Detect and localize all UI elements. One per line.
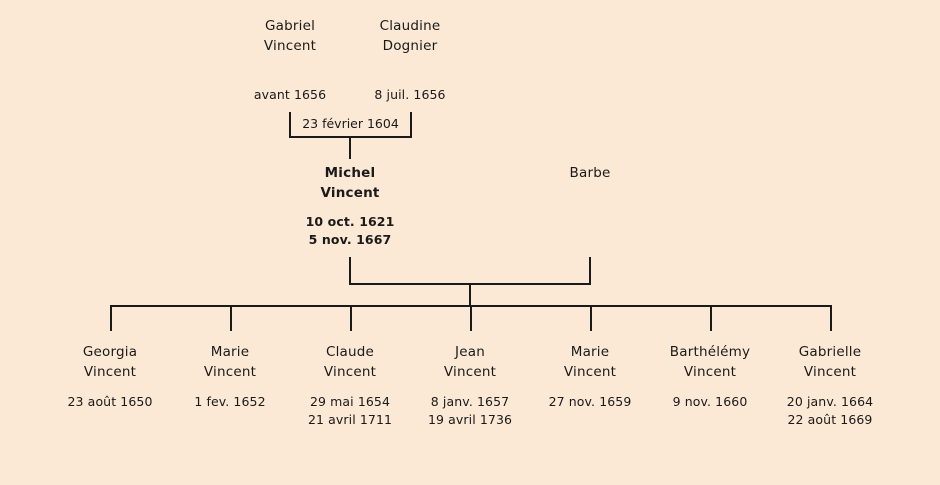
connector-sibling-3 — [350, 305, 352, 331]
person-surname: Vincent — [683, 363, 737, 380]
person-child-6[interactable]: Barthélémy Vincent — [670, 343, 750, 382]
person-child-2-dates: 1 fev. 1652 — [194, 393, 265, 411]
person-michel-vincent[interactable]: Michel Vincent — [320, 164, 379, 203]
connector-sibling-6 — [710, 305, 712, 331]
marriage-date: 23 février 1604 — [300, 115, 401, 131]
person-surname: Vincent — [320, 184, 380, 201]
death-date: 21 avril 1711 — [307, 412, 393, 428]
person-surname: Vincent — [203, 363, 257, 380]
death-date: 22 août 1669 — [787, 412, 873, 428]
person-given-name: Marie — [570, 344, 610, 360]
person-child-5[interactable]: Marie Vincent — [564, 343, 616, 382]
person-given-name: Barthélémy — [669, 344, 751, 360]
person-child-3-dates: 29 mai 1654 21 avril 1711 — [308, 393, 392, 429]
connector-couple-to-children — [469, 284, 471, 307]
person-child-5-dates: 27 nov. 1659 — [549, 393, 632, 411]
person-child-3[interactable]: Claude Vincent — [324, 343, 376, 382]
person-child-1[interactable]: Georgia Vincent — [83, 343, 137, 382]
birth-date: 10 oct. 1621 — [305, 214, 395, 229]
birth-date: 9 nov. 1660 — [672, 394, 748, 409]
person-surname: Vincent — [443, 363, 497, 380]
person-child-7[interactable]: Gabrielle Vincent — [799, 343, 862, 382]
person-given-name: Marie — [210, 344, 250, 360]
person-child-6-dates: 9 nov. 1660 — [673, 393, 748, 411]
person-surname: Vincent — [263, 37, 317, 54]
connector-marriage-to-child — [349, 137, 351, 159]
death-date: 5 nov. 1667 — [308, 232, 392, 248]
person-surname: Vincent — [563, 363, 617, 380]
person-claudine-dognier[interactable]: Claudine Dognier — [380, 17, 441, 56]
connector-sibling-1 — [110, 305, 112, 331]
person-given-name: Georgia — [82, 344, 138, 360]
person-child-4-dates: 8 janv. 1657 19 avril 1736 — [428, 393, 512, 429]
person-surname: Vincent — [803, 363, 857, 380]
person-surname: Dognier — [382, 37, 438, 54]
person-given-name: Gabrielle — [798, 344, 862, 360]
death-date: 19 avril 1736 — [427, 412, 513, 428]
death-date: avant 1656 — [253, 87, 327, 102]
person-claudine-dognier-dates: 8 juil. 1656 — [374, 86, 445, 104]
birth-date: 27 nov. 1659 — [548, 394, 632, 409]
person-given-name: Claude — [325, 344, 375, 360]
birth-date: 8 janv. 1657 — [430, 394, 510, 409]
person-given-name: Claudine — [379, 18, 441, 34]
birth-date: 1 fev. 1652 — [194, 394, 266, 409]
marriage-bracket-gabriel-claudine: 23 février 1604 — [289, 112, 412, 138]
connector-sibling-5 — [590, 305, 592, 331]
birth-date: 23 août 1650 — [67, 394, 153, 409]
connector-sibling-7 — [830, 305, 832, 331]
person-child-4[interactable]: Jean Vincent — [444, 343, 496, 382]
birth-date: 29 mai 1654 — [309, 394, 391, 409]
person-gabriel-vincent[interactable]: Gabriel Vincent — [264, 17, 316, 56]
couple-bracket-michel-barbe — [349, 257, 591, 285]
person-surname: Vincent — [323, 363, 377, 380]
person-given-name: Michel — [324, 165, 376, 181]
connector-sibling-4 — [470, 305, 472, 331]
person-given-name: Gabriel — [264, 18, 316, 34]
death-date: 8 juil. 1656 — [374, 87, 446, 102]
person-child-2[interactable]: Marie Vincent — [204, 343, 256, 382]
person-michel-vincent-dates: 10 oct. 1621 5 nov. 1667 — [306, 213, 395, 249]
person-child-7-dates: 20 janv. 1664 22 août 1669 — [787, 393, 873, 429]
person-given-name: Jean — [455, 344, 485, 360]
person-barbe[interactable]: Barbe — [570, 164, 611, 184]
connector-sibling-2 — [230, 305, 232, 331]
person-surname: Vincent — [83, 363, 137, 380]
person-gabriel-vincent-dates: avant 1656 — [254, 86, 326, 104]
person-child-1-dates: 23 août 1650 — [68, 393, 153, 411]
person-given-name: Barbe — [569, 165, 611, 181]
birth-date: 20 janv. 1664 — [786, 394, 874, 409]
